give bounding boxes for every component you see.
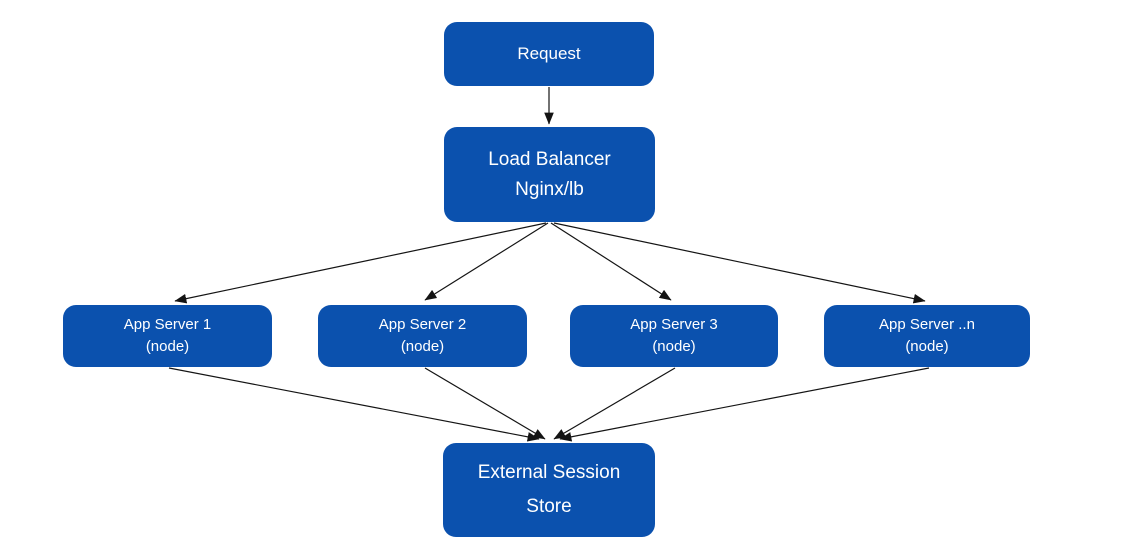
edge-loadbalancer-to-appservern — [553, 222, 926, 304]
edge-appserver1-to-sessionstore — [168, 367, 540, 442]
node-request: Request — [444, 22, 654, 86]
node-external-session-store-label: External Session Store — [477, 462, 621, 517]
node-app-server-n: App Server ..n (node) — [824, 305, 1030, 367]
edge-loadbalancer-to-appserver1 — [174, 222, 547, 304]
node-load-balancer: Load Balancer Nginx/lb — [444, 127, 655, 222]
node-app-server-3-label: App Server 3 (node) — [630, 316, 718, 355]
node-external-session-store: External Session Store — [443, 443, 655, 537]
node-app-server-2: App Server 2 (node) — [318, 305, 527, 367]
edge-appserver3-to-sessionstore — [553, 367, 676, 440]
node-app-server-n-label: App Server ..n (node) — [879, 316, 975, 355]
node-app-server-3: App Server 3 (node) — [570, 305, 778, 367]
node-load-balancer-label: Load Balancer Nginx/lb — [488, 148, 611, 200]
node-app-server-2-label: App Server 2 (node) — [378, 316, 467, 355]
edge-appservern-to-sessionstore — [559, 367, 930, 442]
node-app-server-1-label: App Server 1 (node) — [123, 316, 212, 355]
node-app-server-1: App Server 1 (node) — [63, 305, 272, 367]
edge-loadbalancer-to-appserver2 — [424, 222, 549, 301]
edge-appserver2-to-sessionstore — [424, 367, 546, 440]
node-request-label: Request — [517, 44, 581, 63]
edge-loadbalancer-to-appserver3 — [550, 222, 672, 301]
